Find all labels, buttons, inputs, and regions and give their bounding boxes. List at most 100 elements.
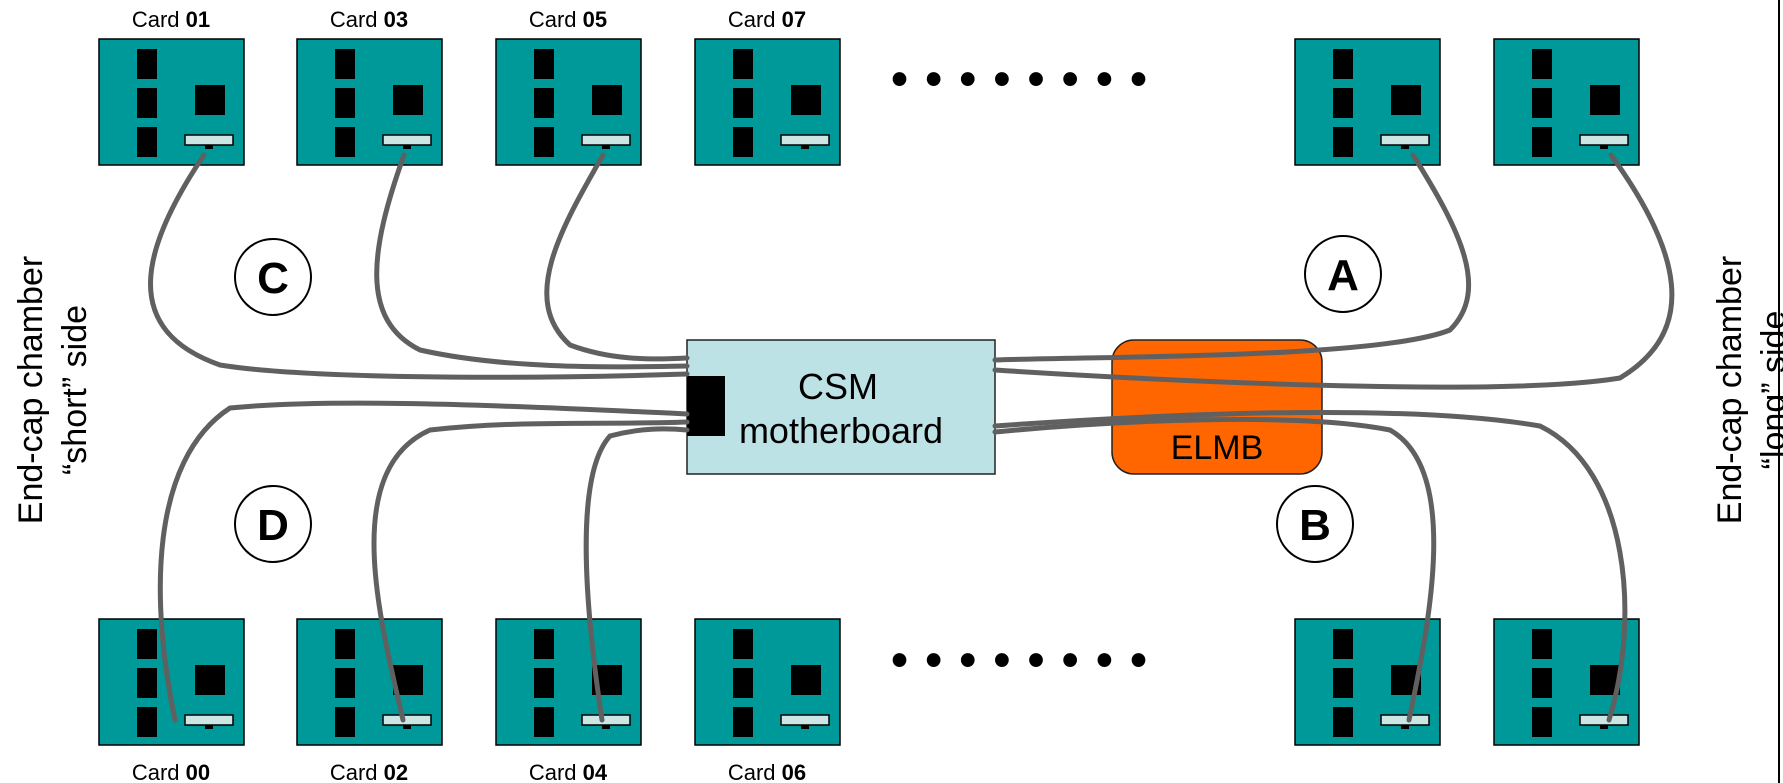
card-connector bbox=[581, 714, 631, 726]
card-top-4 bbox=[1294, 38, 1441, 166]
group-marker-a: A bbox=[1304, 235, 1382, 313]
card-chip-vertical bbox=[534, 629, 554, 659]
card-chip-vertical bbox=[1532, 49, 1552, 79]
card-chip-vertical bbox=[1532, 88, 1552, 118]
card-label-prefix: Card bbox=[132, 760, 186, 783]
cable-9 bbox=[992, 409, 1628, 723]
card-chip-vertical bbox=[335, 127, 355, 157]
group-marker-d-label: D bbox=[257, 501, 289, 550]
card-label: Card 02 bbox=[330, 760, 408, 783]
card-chip-square bbox=[195, 665, 225, 695]
card-connector bbox=[1380, 714, 1430, 726]
card-chip-vertical bbox=[137, 127, 157, 157]
card-label-prefix: Card bbox=[330, 7, 384, 32]
card-chip-vertical bbox=[733, 49, 753, 79]
cable-2 bbox=[544, 152, 690, 362]
card-connector bbox=[581, 134, 631, 146]
cable-6 bbox=[371, 419, 690, 723]
card-connector bbox=[1579, 714, 1629, 726]
card-chip-vertical bbox=[137, 49, 157, 79]
card-bottom-2: Card 04 bbox=[495, 618, 642, 783]
card-chip-square bbox=[195, 85, 225, 115]
card-top-0: Card 01 bbox=[98, 7, 245, 166]
left-side-label-line2: “short” side bbox=[56, 305, 94, 475]
card-connector-pin bbox=[205, 145, 213, 149]
left-side-label: End-cap chamber “short” side bbox=[12, 256, 94, 524]
card-connector bbox=[184, 714, 234, 726]
card-label: Card 01 bbox=[132, 7, 210, 32]
card-connector-pin bbox=[1401, 145, 1409, 149]
group-marker-c-circle bbox=[234, 238, 312, 316]
card-bottom-0: Card 00 bbox=[98, 618, 245, 783]
card-label-number: 07 bbox=[782, 7, 806, 32]
card-chip-square bbox=[1590, 85, 1620, 115]
elmb-body bbox=[1111, 339, 1323, 475]
card-connector-pin bbox=[1600, 145, 1608, 149]
card-chip-vertical bbox=[733, 127, 753, 157]
card-chip-vertical bbox=[137, 707, 157, 737]
card-chip-vertical bbox=[335, 88, 355, 118]
card-label: Card 04 bbox=[529, 760, 608, 783]
card-chip-square bbox=[393, 85, 423, 115]
cable-bundle bbox=[148, 152, 1675, 723]
card-label-prefix: Card bbox=[132, 7, 186, 32]
card-chip-vertical bbox=[1333, 127, 1353, 157]
card-chip-vertical bbox=[1333, 49, 1353, 79]
right-side-label: End-cap chamber “long” side bbox=[1711, 256, 1783, 524]
csm-connector-block bbox=[687, 376, 725, 436]
card-chip-vertical bbox=[733, 707, 753, 737]
card-chip-vertical bbox=[733, 88, 753, 118]
cable-3 bbox=[992, 152, 1472, 363]
card-chip-vertical bbox=[1333, 629, 1353, 659]
cable-5 bbox=[157, 400, 690, 723]
card-label-number: 05 bbox=[583, 7, 607, 32]
group-marker-b-circle bbox=[1276, 485, 1354, 563]
card-connector-pin bbox=[602, 145, 610, 149]
right-side-label-line1: End-cap chamber bbox=[1711, 256, 1749, 524]
csm-motherboard: CSM motherboard bbox=[686, 339, 996, 475]
card-label-number: 01 bbox=[186, 7, 210, 32]
elmb-label: ELMB bbox=[1171, 429, 1264, 467]
card-chip-vertical bbox=[1532, 707, 1552, 737]
card-connector bbox=[382, 134, 432, 146]
card-chip-vertical bbox=[335, 49, 355, 79]
elmb: ELMB bbox=[1111, 339, 1323, 475]
card-chip-square bbox=[1391, 85, 1421, 115]
cable-4 bbox=[992, 152, 1675, 390]
card-chip-vertical bbox=[534, 707, 554, 737]
card-label: Card 00 bbox=[132, 760, 210, 783]
card-chip-vertical bbox=[534, 668, 554, 698]
card-label-prefix: Card bbox=[728, 7, 782, 32]
card-connector-pin bbox=[403, 145, 411, 149]
card-bottom-3: Card 06 bbox=[694, 618, 841, 783]
group-marker-c: C bbox=[234, 238, 312, 316]
bottom-ellipsis: • • • • • • • • bbox=[891, 634, 1149, 687]
card-connector-pin bbox=[801, 725, 809, 729]
cable-0 bbox=[148, 152, 690, 380]
card-chip-vertical bbox=[1333, 88, 1353, 118]
card-label-number: 00 bbox=[186, 760, 210, 783]
group-marker-c-label: C bbox=[257, 254, 289, 303]
card-connector-pin bbox=[1401, 725, 1409, 729]
card-connector bbox=[184, 134, 234, 146]
card-connector bbox=[780, 714, 830, 726]
card-label: Card 03 bbox=[330, 7, 408, 32]
cable-1 bbox=[374, 152, 690, 370]
csm-body bbox=[686, 339, 996, 475]
card-top-2: Card 05 bbox=[495, 7, 642, 166]
top-ellipsis: • • • • • • • • bbox=[891, 53, 1149, 106]
group-marker-b-label: B bbox=[1299, 501, 1331, 550]
cable-7 bbox=[583, 426, 690, 723]
card-connector bbox=[1380, 134, 1430, 146]
card-label: Card 07 bbox=[728, 7, 806, 32]
card-connector bbox=[780, 134, 830, 146]
group-marker-a-label: A bbox=[1327, 251, 1359, 300]
card-label-number: 02 bbox=[384, 760, 408, 783]
card-top-3: Card 07 bbox=[694, 7, 841, 166]
group-marker-d: D bbox=[234, 485, 312, 563]
card-connector bbox=[1579, 134, 1629, 146]
card-connector bbox=[382, 714, 432, 726]
card-chip-vertical bbox=[1333, 668, 1353, 698]
card-label-prefix: Card bbox=[529, 7, 583, 32]
